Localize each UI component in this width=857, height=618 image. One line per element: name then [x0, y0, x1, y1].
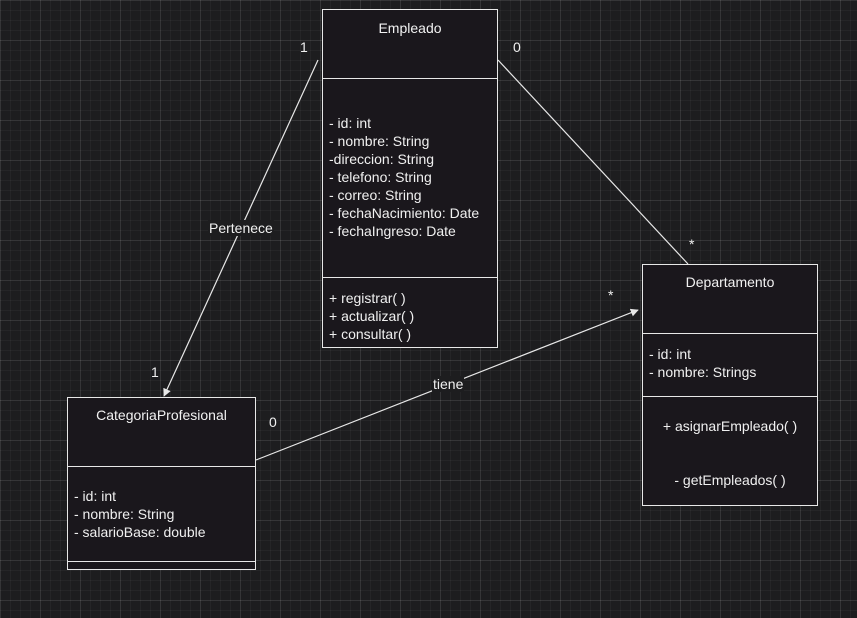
- method-item: + consultar( ): [329, 326, 412, 342]
- class-empleado-methods-divider: [323, 277, 497, 278]
- class-categoria-profesional-attributes: - id: int - nombre: String - salarioBase…: [74, 487, 251, 541]
- attribute-item: - fechaIngreso: Date: [329, 223, 456, 239]
- class-empleado[interactable]: Empleado - id: int - nombre: String -dir…: [322, 9, 498, 348]
- class-departamento-methods-divider: [643, 396, 817, 397]
- method-item: + asignarEmpleado( ): [662, 418, 798, 434]
- class-empleado-methods: + registrar( ) + actualizar( ) + consult…: [329, 289, 493, 343]
- pertenece-target-multiplicity: 1: [151, 364, 159, 380]
- attribute-item: - correo: String: [329, 187, 422, 203]
- attribute-item: - nombre: String: [329, 133, 430, 149]
- attribute-item: - fechaNacimiento: Date: [329, 205, 480, 221]
- method-item: + registrar( ): [329, 290, 406, 306]
- empleado-departamento-target-multiplicity: *: [689, 236, 695, 252]
- class-departamento[interactable]: Departamento - id: int - nombre: Strings…: [642, 264, 818, 506]
- attribute-item: - nombre: Strings: [649, 364, 757, 380]
- class-departamento-name: Departamento: [685, 274, 775, 290]
- method-item: + actualizar( ): [329, 308, 415, 324]
- class-empleado-name: Empleado: [378, 20, 442, 36]
- pertenece-label: Pertenece: [208, 220, 274, 236]
- attribute-item: - id: int: [74, 488, 117, 504]
- class-departamento-attributes: - id: int - nombre: Strings: [649, 345, 813, 381]
- class-empleado-header-divider: [323, 78, 497, 79]
- class-categoria-profesional[interactable]: CategoriaProfesional - id: int - nombre:…: [67, 397, 256, 570]
- attribute-item: - telefono: String: [329, 169, 432, 185]
- class-departamento-methods: + asignarEmpleado( ) - getEmpleados( ): [647, 417, 813, 489]
- attribute-item: -direccion: String: [329, 151, 435, 167]
- empleado-departamento-source-multiplicity: 0: [513, 39, 521, 55]
- attribute-item: - nombre: String: [74, 506, 175, 522]
- class-categoria-profesional-header-divider: [68, 466, 255, 467]
- tiene-target-multiplicity: *: [608, 287, 614, 303]
- attribute-item: - id: int: [329, 115, 372, 131]
- class-departamento-header-divider: [643, 333, 817, 334]
- tiene-source-multiplicity: 0: [269, 414, 277, 430]
- class-categoria-profesional-methods-divider: [68, 561, 255, 562]
- method-item: - getEmpleados( ): [674, 472, 786, 488]
- class-categoria-profesional-name: CategoriaProfesional: [96, 407, 227, 423]
- empleado-departamento-association-line[interactable]: [497, 59, 689, 265]
- attribute-item: - id: int: [649, 346, 692, 362]
- attribute-item: - salarioBase: double: [74, 524, 206, 540]
- class-empleado-attributes: - id: int - nombre: String -direccion: S…: [329, 114, 493, 240]
- tiene-label: tiene: [432, 376, 465, 392]
- pertenece-source-multiplicity: 1: [300, 39, 308, 55]
